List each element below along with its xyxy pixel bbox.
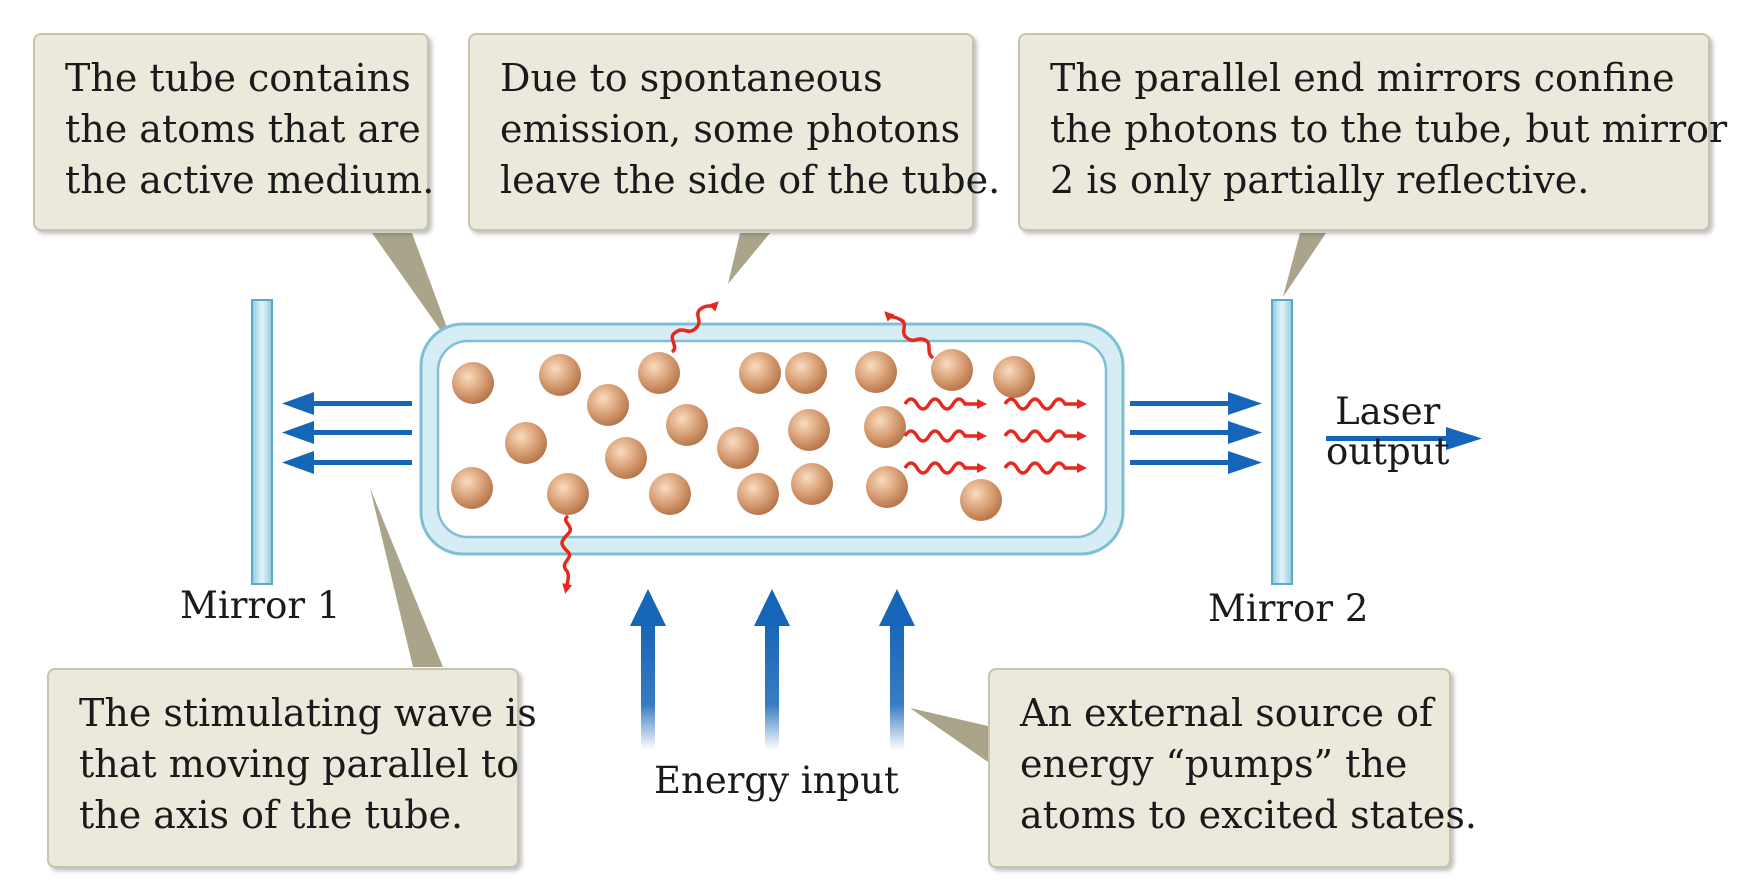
photon-escaping-top-left <box>670 301 719 354</box>
photon-escaping-bottom <box>560 514 573 594</box>
leader-tube <box>372 233 456 352</box>
callout-tube-line-1: The tube contains <box>65 56 411 100</box>
atom <box>452 362 494 404</box>
atom <box>866 466 908 508</box>
atom <box>539 354 581 396</box>
laser-output-label-line-2: output <box>1326 430 1450 473</box>
stimulated-photons <box>903 397 1087 475</box>
atom <box>993 356 1035 398</box>
right-blue-arrows <box>1130 392 1262 474</box>
leader-pump <box>910 708 988 762</box>
leader-mirrors <box>1283 233 1326 297</box>
atom <box>717 427 759 469</box>
mirror-1-label: Mirror 1 <box>180 584 341 627</box>
callout-tube: The tube contains the atoms that are the… <box>33 33 435 231</box>
atom <box>605 437 647 479</box>
mirror-2 <box>1271 299 1293 585</box>
blue-arrow-left <box>282 451 412 474</box>
leader-lines <box>370 233 1326 762</box>
atom <box>788 409 830 451</box>
atom <box>505 422 547 464</box>
mirror-2-label: Mirror 2 <box>1208 587 1369 630</box>
energy-input-arrows <box>630 589 915 750</box>
atom <box>547 473 589 515</box>
blue-arrow-right <box>1130 451 1262 474</box>
callout-spontaneous-line-3: leave the side of the tube. <box>500 158 1001 202</box>
callout-mirrors-line-2: the photons to the tube, but mirror <box>1050 107 1728 151</box>
atoms <box>451 349 1035 521</box>
atom <box>960 479 1002 521</box>
blue-arrow-left <box>282 421 412 444</box>
callout-mirrors: The parallel end mirrors confine the pho… <box>1018 33 1728 231</box>
laser-output-arrow <box>1326 427 1482 450</box>
atom <box>785 352 827 394</box>
atom <box>855 351 897 393</box>
laser-output-label: Laser output <box>1326 392 1449 472</box>
blue-arrow-right <box>1130 392 1262 415</box>
mirror-1 <box>251 299 273 585</box>
atom <box>649 473 691 515</box>
callout-tube-line-2: the atoms that are <box>65 107 421 151</box>
atom <box>739 352 781 394</box>
callout-pump-line-2: energy “pumps” the <box>1020 742 1408 786</box>
atom <box>737 473 779 515</box>
stimulated-photon <box>903 429 987 443</box>
atom <box>451 467 493 509</box>
stimulated-photon <box>1003 397 1087 411</box>
left-blue-arrows <box>282 392 412 474</box>
callout-stimulating-line-2: that moving parallel to <box>79 742 520 786</box>
laser-output-label-line-1: Laser <box>1335 390 1441 433</box>
callout-stimulating-line-3: the axis of the tube. <box>79 793 464 837</box>
atom <box>931 349 973 391</box>
atom <box>587 384 629 426</box>
callout-spontaneous-line-2: emission, some photons <box>500 107 961 151</box>
stimulated-photon <box>1003 461 1087 475</box>
pump-arrow <box>630 589 666 750</box>
callout-pump-line-1: An external source of <box>1020 691 1434 735</box>
callout-spontaneous-line-1: Due to spontaneous <box>500 56 883 100</box>
atom <box>666 404 708 446</box>
leader-stimulating <box>370 488 443 667</box>
callout-pump-line-3: atoms to excited states. <box>1020 793 1477 837</box>
blue-arrow-right <box>1130 421 1262 444</box>
stimulated-photon <box>1003 429 1087 443</box>
atom <box>791 463 833 505</box>
stimulated-photon <box>903 461 987 475</box>
callout-mirrors-line-3: 2 is only partially reflective. <box>1050 158 1590 202</box>
blue-arrow-left <box>282 392 412 415</box>
atom <box>638 352 680 394</box>
callout-spontaneous-emission: Due to spontaneous emission, some photon… <box>468 33 1001 231</box>
spontaneous-photons <box>560 301 935 594</box>
callout-energy-pump: An external source of energy “pumps” the… <box>988 668 1477 868</box>
leader-spontaneous <box>728 233 770 284</box>
pump-arrow <box>754 589 790 750</box>
callout-mirrors-line-1: The parallel end mirrors confine <box>1050 56 1675 100</box>
callout-stimulating-line-1: The stimulating wave is <box>79 691 537 735</box>
atom <box>864 406 906 448</box>
callout-tube-line-3: the active medium. <box>65 158 435 202</box>
photon-escaping-top-right <box>884 311 935 360</box>
callout-stimulating-wave: The stimulating wave is that moving para… <box>47 668 537 868</box>
pump-arrow <box>879 589 915 750</box>
energy-input-label: Energy input <box>654 759 899 802</box>
stimulated-photon <box>903 397 987 411</box>
